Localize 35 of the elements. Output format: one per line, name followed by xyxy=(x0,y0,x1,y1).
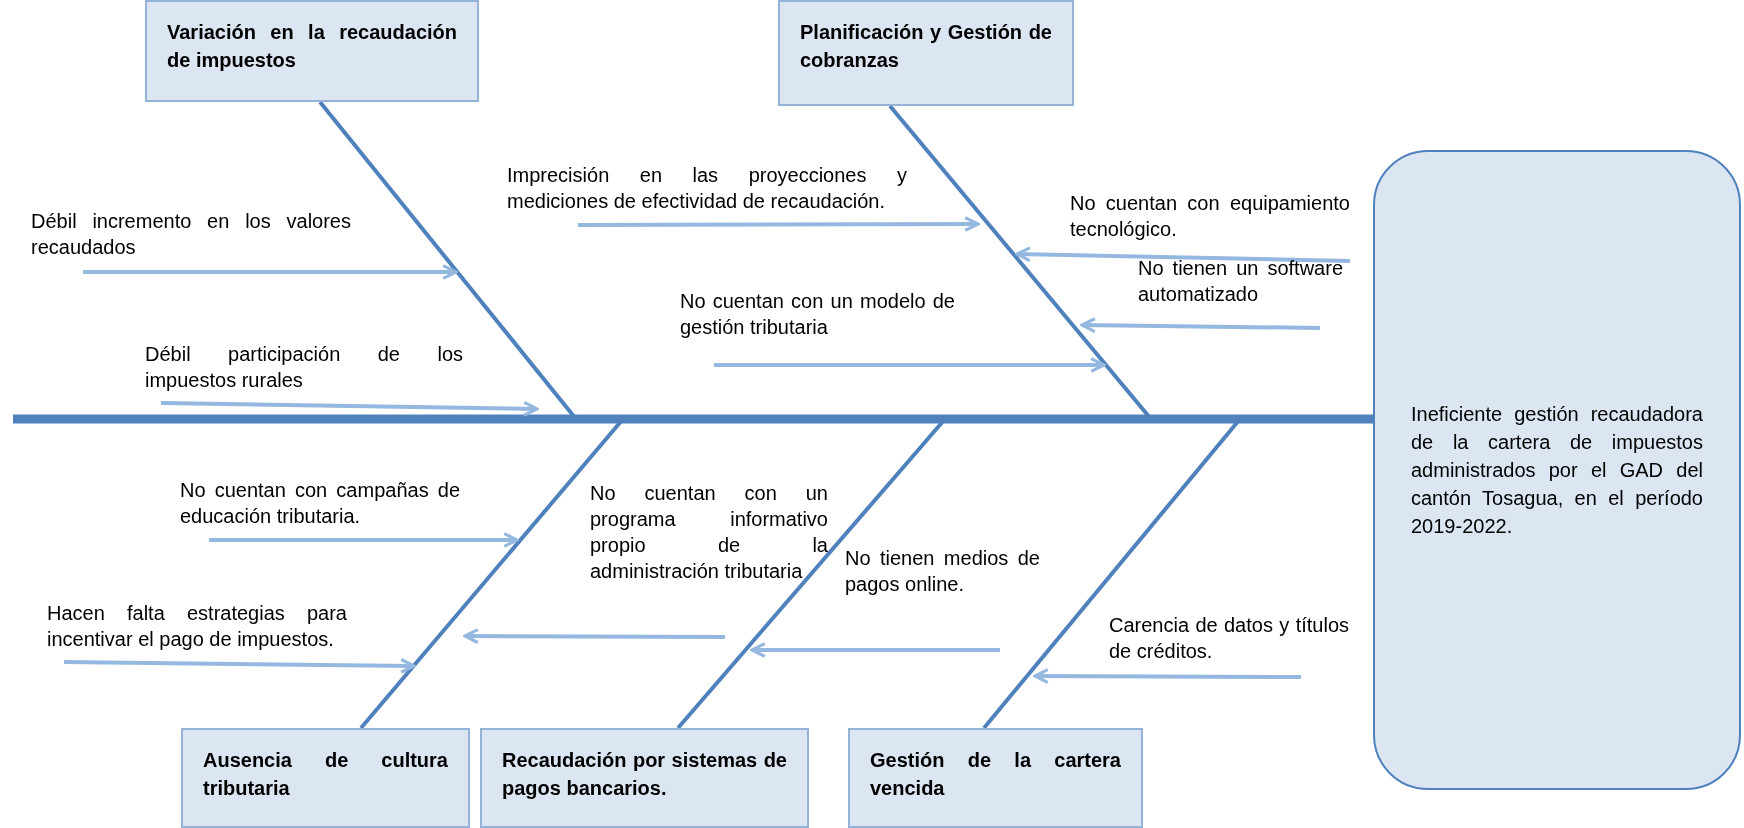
arrow xyxy=(1033,668,1301,685)
category-box xyxy=(145,0,479,102)
arrow xyxy=(750,642,1000,658)
arrow xyxy=(209,532,519,548)
arrow xyxy=(714,357,1106,373)
cause-text: Débil participación de los impuestos rurales xyxy=(145,341,463,393)
effect-text: Ineficiente gestión recaudadora de la cartera de impuestos administrados por el GAD del cantón Tosagua, en el período 2019-2022. xyxy=(1411,402,1703,539)
cause-text: Hacen falta estrategias para incentivar el pago de impuestos. xyxy=(47,600,347,652)
arrow xyxy=(1015,246,1351,263)
cause-text: Carencia de datos y títulos de créditos. xyxy=(1109,612,1349,664)
cause-text: No cuentan con un programa informativo propio de la administración tributaria xyxy=(590,480,828,584)
cause-text: No tienen un software automatizado xyxy=(1138,255,1343,307)
category-label: Ausencia de cultura tributaria xyxy=(203,748,448,801)
category-box xyxy=(848,728,1143,828)
category-label: Variación en la recaudación de impuestos xyxy=(167,20,457,73)
arrow xyxy=(463,628,725,645)
spine-line xyxy=(13,414,1373,424)
cause-text: Imprecisión en las proyecciones y mediciones de efectividad de recaudación. xyxy=(507,162,907,214)
cause-text: No cuentan con campañas de educación tributaria. xyxy=(180,477,460,529)
category-box xyxy=(181,728,470,828)
category-box xyxy=(480,728,809,828)
arrow xyxy=(1080,317,1321,334)
cause-text: No cuentan con un modelo de gestión tributaria xyxy=(680,288,955,340)
arrow xyxy=(578,216,980,233)
effect-box xyxy=(1373,150,1741,790)
category-label: Planificación y Gestión de cobranzas xyxy=(800,20,1052,73)
arrow xyxy=(83,264,458,280)
arrow xyxy=(160,400,539,417)
cause-text: No cuentan con equipamiento tecnológico. xyxy=(1070,190,1350,242)
cause-text: Débil incremento en los valores recaudados xyxy=(31,208,351,260)
arrow xyxy=(63,657,416,674)
cause-text: No tienen medios de pagos online. xyxy=(845,545,1040,597)
category-box xyxy=(778,0,1074,106)
category-label: Recaudación por sistemas de pagos bancarios. xyxy=(502,748,787,801)
category-label: Gestión de la cartera vencida xyxy=(870,748,1121,801)
